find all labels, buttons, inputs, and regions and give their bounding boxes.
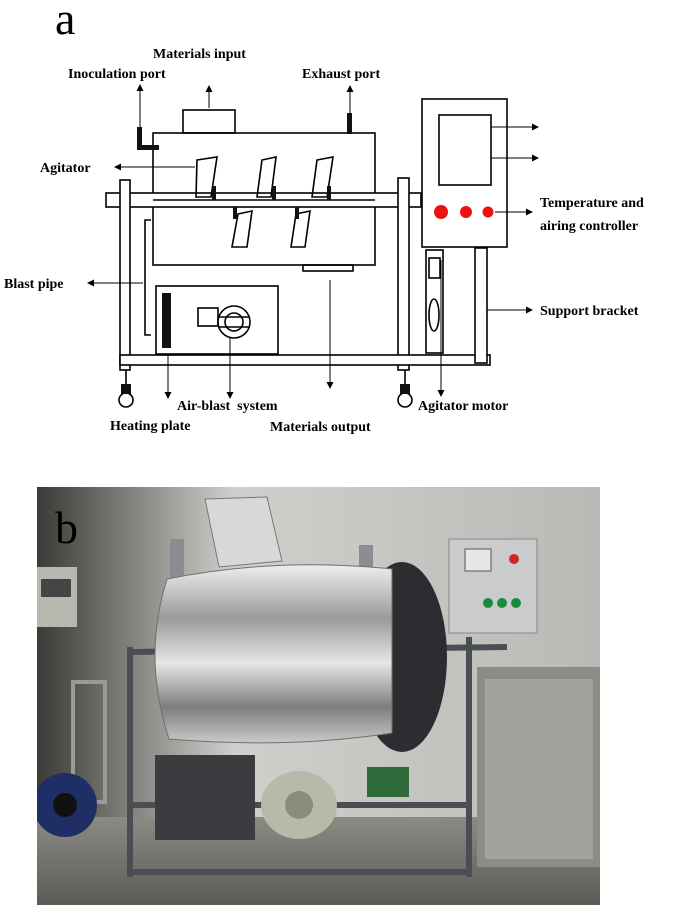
reactor-photo bbox=[37, 487, 600, 905]
indicator-light bbox=[482, 206, 494, 218]
label-inoculation-port: Inoculation port bbox=[68, 67, 166, 82]
air-blast-box bbox=[155, 285, 279, 355]
control-cabinet bbox=[421, 98, 508, 248]
bottom-rail bbox=[119, 354, 491, 366]
panel-b-letter: b bbox=[55, 502, 78, 553]
label-heating-plate: Heating plate bbox=[110, 419, 191, 434]
label-exhaust-port: Exhaust port bbox=[302, 67, 381, 82]
label-materials-output: Materials output bbox=[270, 420, 371, 435]
label-agitator: Agitator bbox=[40, 161, 91, 176]
right-leg bbox=[397, 177, 410, 371]
label-temperature-controller-2: airing controller bbox=[540, 219, 638, 234]
agitator-motor-housing bbox=[425, 249, 444, 354]
label-support-bracket: Support bracket bbox=[540, 304, 639, 319]
label-temperature-controller-1: Temperature and bbox=[540, 196, 644, 211]
label-materials-input: Materials input bbox=[153, 47, 246, 62]
label-agitator-motor: Agitator motor bbox=[418, 399, 508, 414]
materials-input-hopper bbox=[182, 109, 236, 134]
agitator-blade bbox=[195, 156, 218, 198]
label-blast-pipe: Blast pipe bbox=[4, 277, 64, 292]
blast-pipe bbox=[144, 219, 151, 336]
panel-a-letter: a bbox=[55, 0, 76, 44]
controller-screen bbox=[438, 114, 492, 186]
reactor-schematic: Materials input Inoculation port Exhaust… bbox=[4, 47, 644, 435]
indicator-light bbox=[460, 206, 472, 218]
left-leg bbox=[119, 179, 131, 371]
label-air-blast-system: Air-blast system bbox=[177, 399, 278, 414]
support-bracket-leg bbox=[474, 247, 488, 364]
indicator-light bbox=[434, 205, 448, 219]
materials-output-chute bbox=[302, 264, 354, 272]
